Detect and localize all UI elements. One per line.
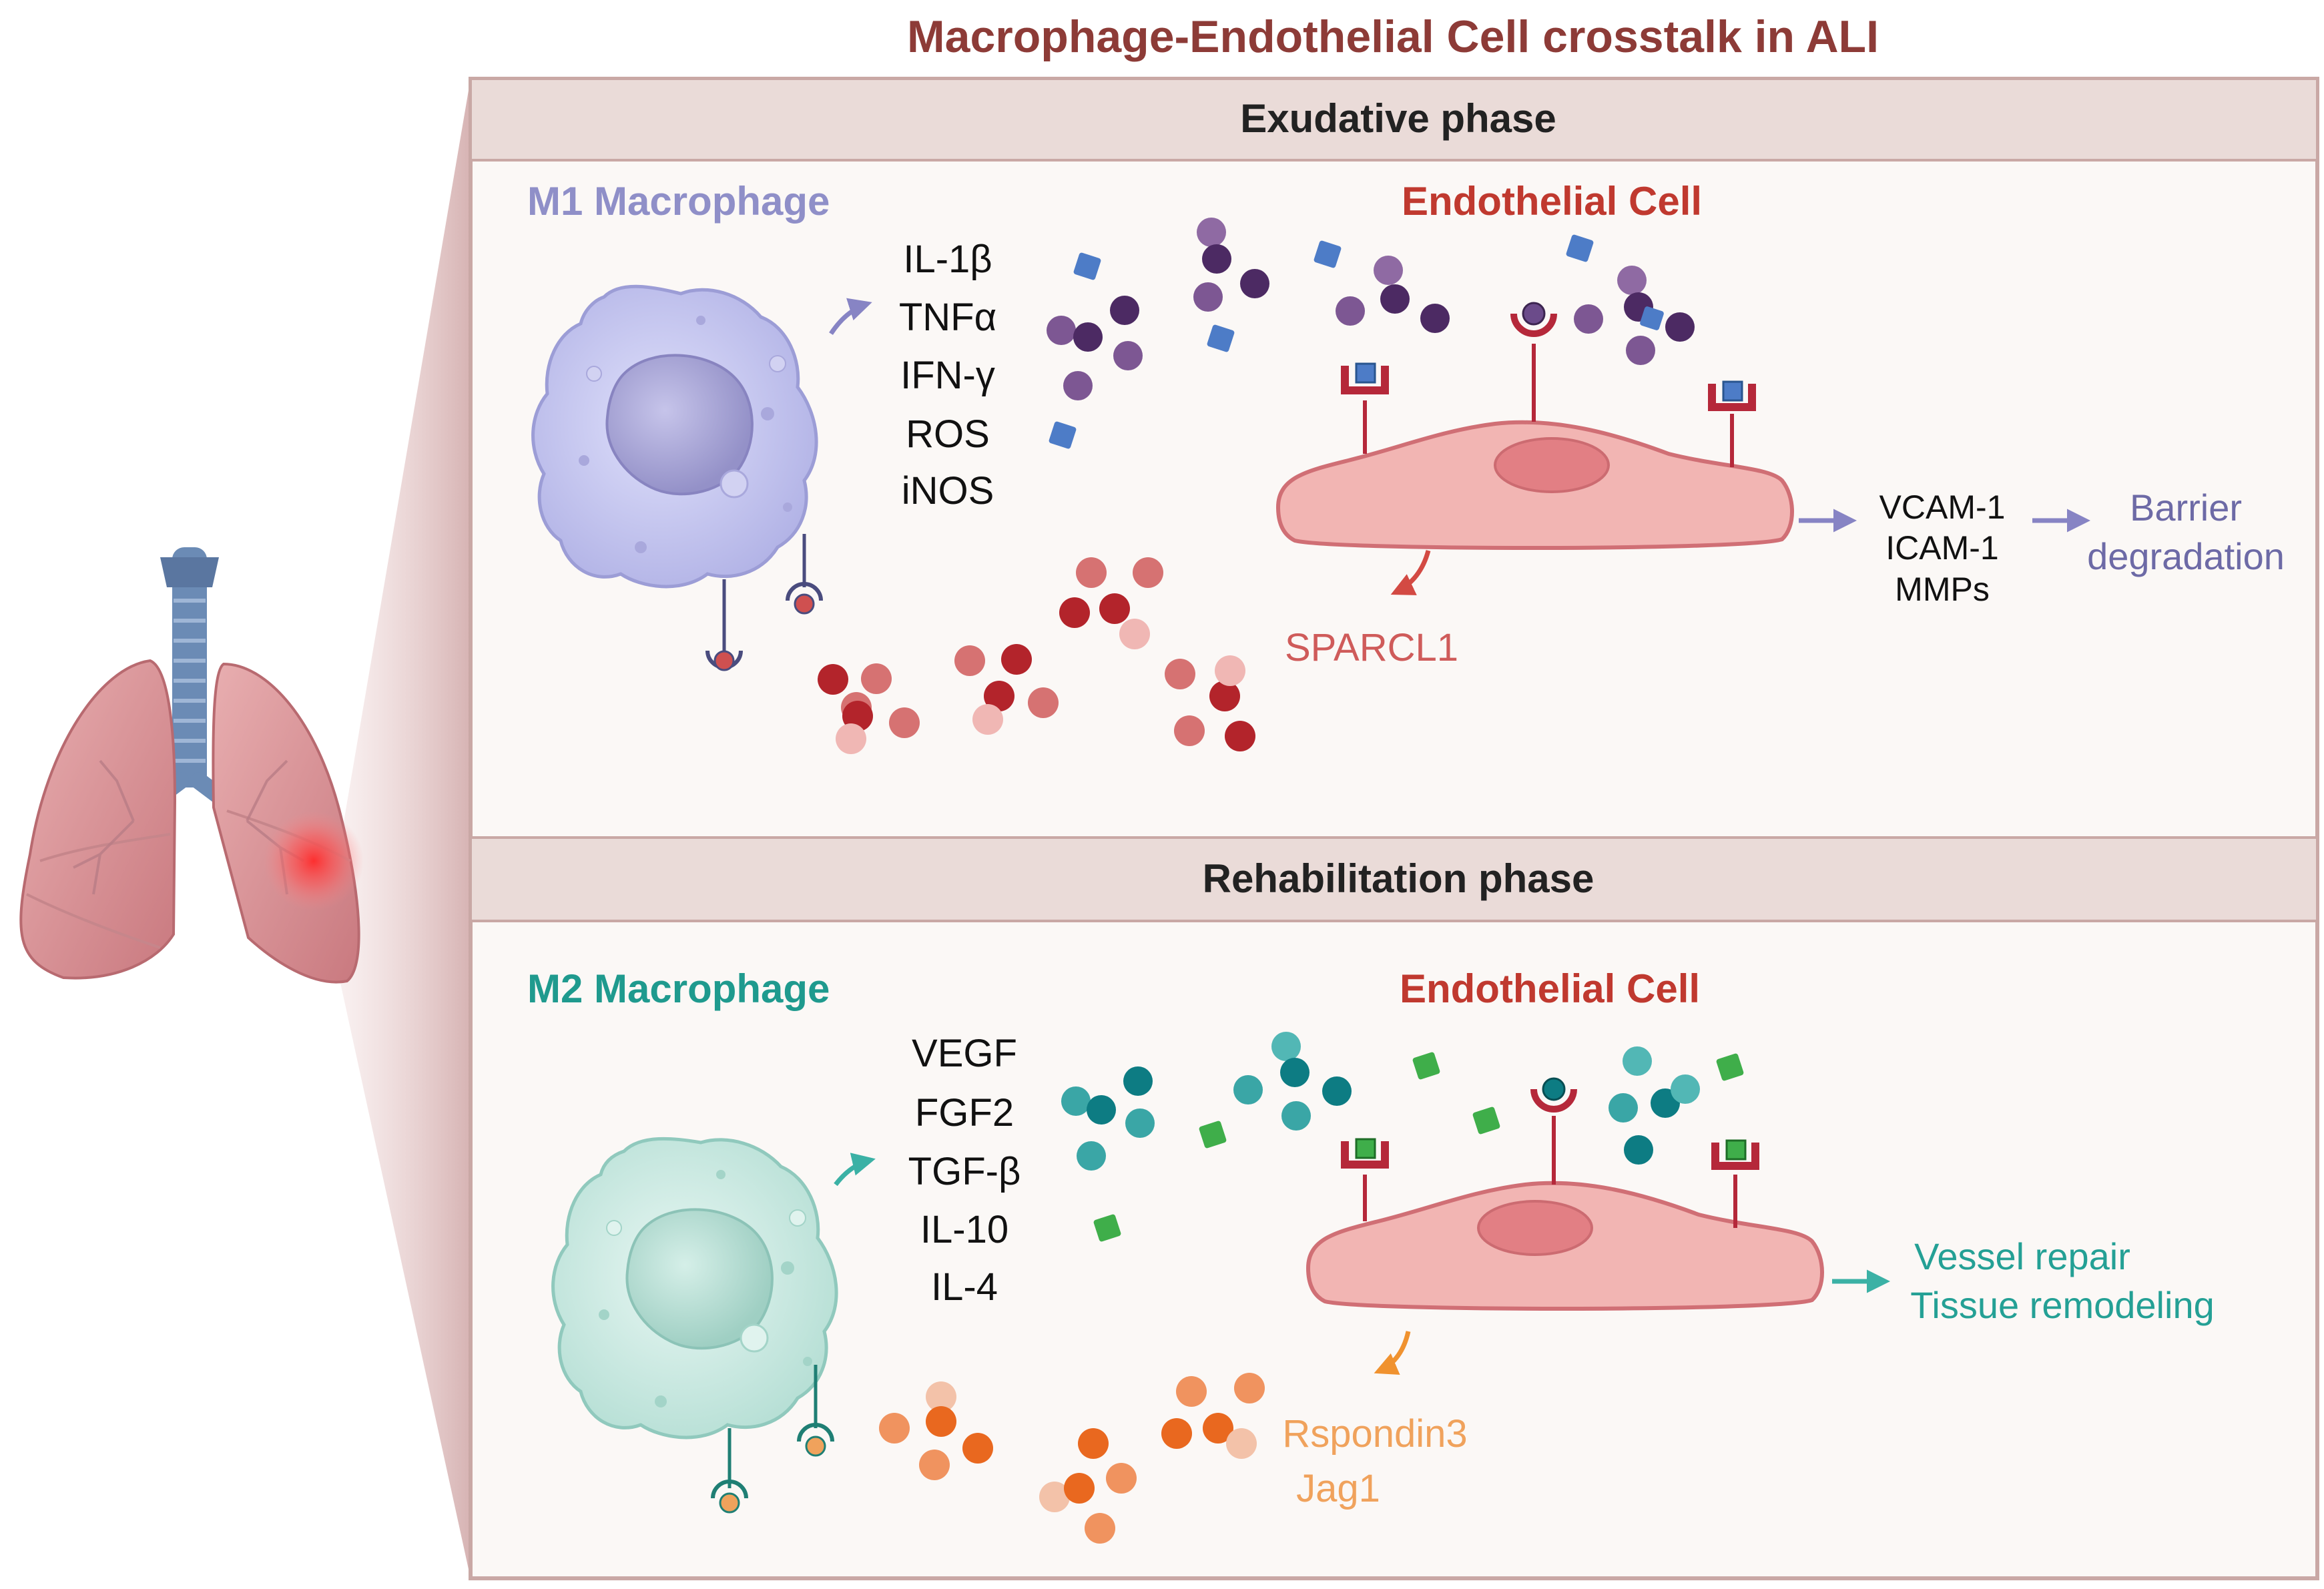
m2-cytokine-list: VEGF FGF2 TGF-β IL-10 IL-4	[908, 1032, 1021, 1309]
sparcl1-label: SPARCL1	[1285, 626, 1458, 669]
figure-title: Macrophage-Endothelial Cell crosstalk in…	[907, 11, 1879, 62]
vessel-repair-label: Vessel repair	[1914, 1235, 2130, 1277]
lung-icon	[19, 547, 364, 984]
endothelial-cell-label-rehabilitation: Endothelial Cell	[1400, 966, 1700, 1011]
m2-secretion-arrow	[834, 1153, 876, 1187]
m2-macrophage-icon	[551, 1137, 838, 1514]
adhesion-molecule-1: VCAM-1	[1879, 489, 2006, 526]
adhesion-molecule-2: ICAM-1	[1885, 529, 1998, 567]
adhesion-molecule-3: MMPs	[1895, 571, 1990, 608]
rspondin-arrow	[1374, 1331, 1411, 1375]
barrier-degradation-line-2: degradation	[2087, 535, 2285, 577]
left-lung	[19, 659, 177, 980]
m1-cytokine-particles	[1047, 218, 1695, 449]
zoom-cone	[337, 79, 471, 1578]
sparcl1-arrow	[1390, 550, 1431, 595]
m1-secretion-arrow	[829, 298, 872, 335]
jag1-label: Jag1	[1296, 1467, 1380, 1510]
m1-cytokine-3: IFN-γ	[900, 354, 995, 397]
rehabilitation-phase-title: Rehabilitation phase	[1203, 856, 1594, 901]
rspondin-particles	[879, 1373, 1265, 1544]
endothelial-cell-icon	[1275, 302, 1794, 550]
m1-cytokine-1: IL-1β	[903, 238, 992, 281]
rspondin3-label: Rspondin3	[1282, 1412, 1467, 1456]
m1-cytokine-4: ROS	[906, 412, 990, 456]
m1-macrophage-label: M1 Macrophage	[527, 179, 830, 224]
exudative-phase-title: Exudative phase	[1240, 96, 1556, 141]
barrier-degradation-line-1: Barrier	[2130, 487, 2242, 529]
m1-cytokine-2: TNFα	[899, 296, 996, 339]
adhesion-molecule-list: VCAM-1 ICAM-1 MMPs	[1879, 489, 2006, 608]
m2-cytokine-3: TGF-β	[908, 1150, 1021, 1193]
m2-cytokine-particles	[1061, 1032, 1744, 1242]
m1-cytokine-list: IL-1β TNFα IFN-γ ROS iNOS	[899, 238, 996, 513]
inflammation-spot	[264, 811, 364, 911]
m2-macrophage-label: M2 Macrophage	[527, 966, 830, 1011]
m2-cytokine-4: IL-10	[920, 1208, 1008, 1251]
exudative-header	[469, 77, 2319, 162]
m2-cytokine-5: IL-4	[931, 1265, 998, 1309]
sparcl1-particles	[818, 557, 1255, 754]
m2-cytokine-2: FGF2	[915, 1091, 1014, 1135]
m1-macrophage-icon	[531, 284, 823, 671]
rehabilitation-header	[469, 836, 2319, 922]
m1-cytokine-5: iNOS	[902, 469, 994, 513]
tissue-remodeling-label: Tissue remodeling	[1910, 1284, 2214, 1326]
endothelial-cell-icon-rehabilitation	[1305, 1077, 1824, 1311]
m2-cytokine-1: VEGF	[912, 1032, 1017, 1075]
endothelial-cell-label-exudative: Endothelial Cell	[1402, 179, 1702, 224]
